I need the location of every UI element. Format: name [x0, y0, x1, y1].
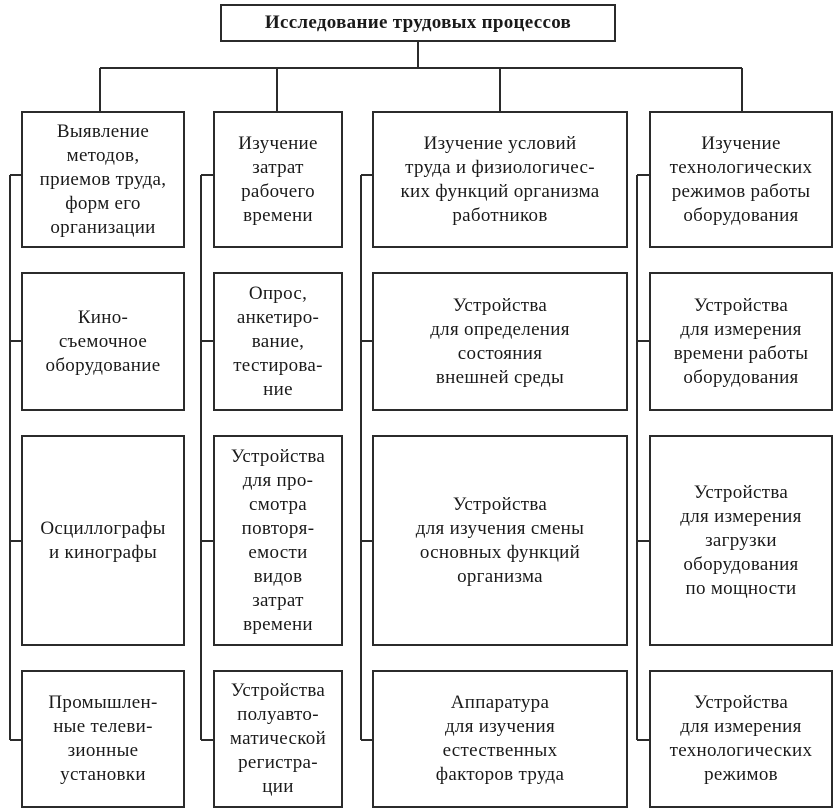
col2-header-box: Изучение затрат рабочего времени	[213, 111, 343, 248]
col3-header-box: Изучение условий труда и физиологичес- к…	[372, 111, 628, 248]
col2-header-text: Изучение затрат рабочего времени	[238, 132, 318, 226]
col4-item2-box: Устройства для измерения загрузки оборуд…	[649, 435, 833, 646]
col3-item1-box: Устройства для определения состояния вне…	[372, 272, 628, 411]
col1-item1-text: Кино- съемочное оборудование	[45, 306, 161, 376]
col3-item2-box: Устройства для изучения смены основных ф…	[372, 435, 628, 646]
col4-item3-box: Устройства для измерения технологических…	[649, 670, 833, 808]
col1-item3-text: Промышлен- ные телеви- зионные установки	[48, 692, 158, 785]
title-box: Исследование трудовых процессов	[220, 4, 616, 42]
col1-item2-box: Осциллографы и кинографы	[21, 435, 185, 646]
col3-item3-box: Аппаратура для изучения естественных фак…	[372, 670, 628, 808]
col4-item1-text: Устройства для измерения времени работы …	[673, 294, 809, 388]
col3-item1-text: Устройства для определения состояния вне…	[430, 294, 570, 388]
col1-header-text: Выявление методов, приемов труда, форм е…	[39, 120, 167, 238]
title-text: Исследование трудовых процессов	[264, 12, 572, 33]
col2-item1-box: Опрос, анкетиро- вание, тестирова- ние	[213, 272, 343, 411]
col2-item3-box: Устройства полуавто- матической регистра…	[213, 670, 343, 808]
col1-header-box: Выявление методов, приемов труда, форм е…	[21, 111, 185, 248]
col4-item3-text: Устройства для измерения технологических…	[669, 692, 813, 785]
col3-item3-text: Аппаратура для изучения естественных фак…	[435, 692, 565, 785]
col1-item3-box: Промышлен- ные телеви- зионные установки	[21, 670, 185, 808]
col4-item2-text: Устройства для измерения загрузки оборуд…	[680, 481, 802, 599]
col1-item2-text: Осциллографы и кинографы	[40, 517, 166, 563]
col1-item1-box: Кино- съемочное оборудование	[21, 272, 185, 411]
col2-item3-text: Устройства полуавто- матической регистра…	[229, 680, 327, 797]
col2-item2-text: Устройства для про- смотра повторя- емос…	[230, 445, 326, 635]
col4-header-box: Изучение технологических режимов работы …	[649, 111, 833, 248]
col3-item2-text: Устройства для изучения смены основных ф…	[415, 493, 585, 587]
col3-header-text: Изучение условий труда и физиологичес- к…	[400, 132, 600, 226]
col2-item1-text: Опрос, анкетиро- вание, тестирова- ние	[233, 282, 323, 400]
col4-header-text: Изучение технологических режимов работы …	[669, 132, 813, 226]
col2-item2-box: Устройства для про- смотра повторя- емос…	[213, 435, 343, 646]
col4-item1-box: Устройства для измерения времени работы …	[649, 272, 833, 411]
